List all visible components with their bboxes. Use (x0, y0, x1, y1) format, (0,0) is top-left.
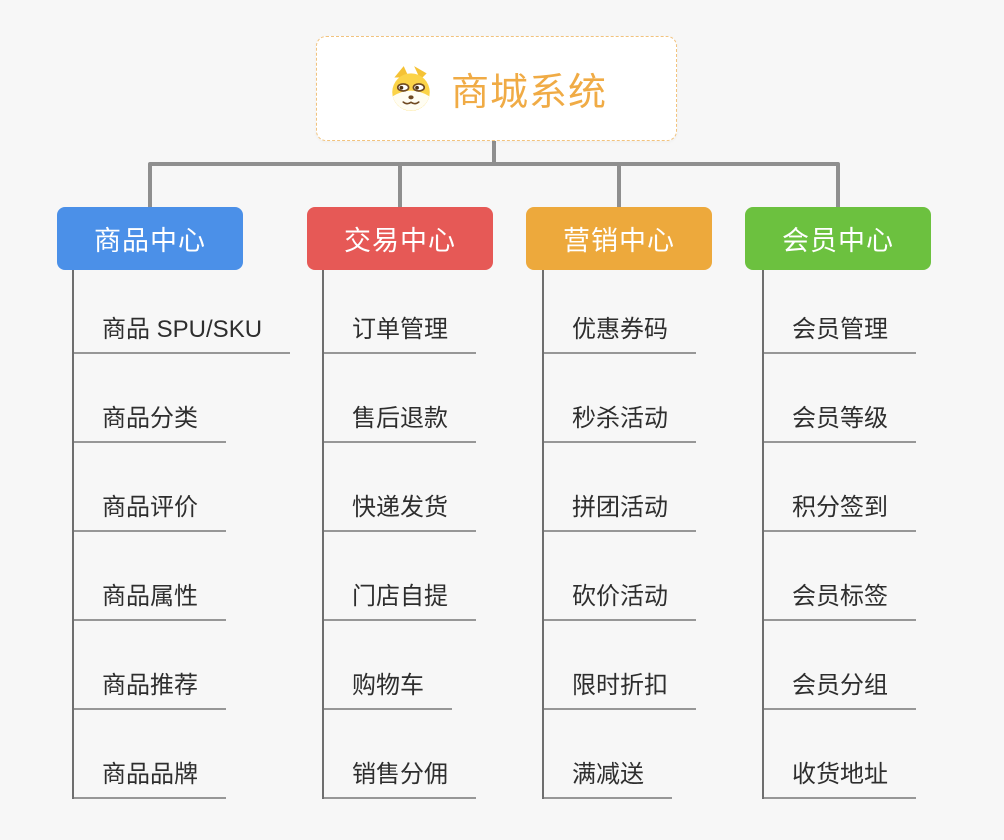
branch-box-member-center[interactable]: 会员中心 (745, 207, 931, 270)
branch-children-marketing-center: 优惠券码 秒杀活动 拼团活动 砍价活动 限时折扣 满减送 (542, 270, 696, 799)
root-node[interactable]: 商城系统 (316, 36, 677, 141)
root-title: 商城系统 (450, 72, 607, 114)
tree-node[interactable]: 会员等级 (764, 404, 916, 443)
tree-node[interactable]: 商品品牌 (74, 760, 226, 799)
connector-lines (148, 141, 840, 207)
tree-node[interactable]: 售后退款 (324, 404, 476, 443)
tree-node[interactable]: 商品推荐 (74, 671, 226, 710)
branch-children-trade-center: 订单管理 售后退款 快递发货 门店自提 购物车 销售分佣 (322, 270, 476, 799)
branch-box-marketing-center[interactable]: 营销中心 (526, 207, 712, 270)
tree-node[interactable]: 拼团活动 (544, 493, 696, 532)
tree-node[interactable]: 积分签到 (764, 493, 916, 532)
branch-box-trade-center[interactable]: 交易中心 (307, 207, 493, 270)
tree-node[interactable]: 砍价活动 (544, 582, 696, 621)
tree-node[interactable]: 商品分类 (74, 404, 226, 443)
shiba-dog-icon (392, 65, 430, 111)
branch-children-product-center: 商品 SPU/SKU 商品分类 商品评价 商品属性 商品推荐 商品品牌 (72, 270, 291, 799)
branch-children-member-center: 会员管理 会员等级 积分签到 会员标签 会员分组 收货地址 (762, 270, 916, 799)
tree-node[interactable]: 订单管理 (324, 315, 476, 354)
tree-node[interactable]: 优惠券码 (544, 315, 696, 354)
tree-node[interactable]: 会员标签 (764, 582, 916, 621)
tree-node[interactable]: 限时折扣 (544, 671, 696, 710)
tree-node[interactable]: 商品 SPU/SKU (74, 315, 291, 354)
tree-node[interactable]: 购物车 (324, 671, 452, 710)
tree-node[interactable]: 收货地址 (764, 760, 916, 799)
tree-node[interactable]: 商品评价 (74, 493, 226, 532)
tree-node[interactable]: 秒杀活动 (544, 404, 696, 443)
tree-node[interactable]: 门店自提 (324, 582, 476, 621)
tree-node[interactable]: 商品属性 (74, 582, 226, 621)
tree-node[interactable]: 会员管理 (764, 315, 916, 354)
tree-node[interactable]: 销售分佣 (324, 760, 476, 799)
tree-node[interactable]: 满减送 (544, 760, 672, 799)
tree-node[interactable]: 快递发货 (324, 493, 476, 532)
tree-node[interactable]: 会员分组 (764, 671, 916, 710)
branch-box-product-center[interactable]: 商品中心 (57, 207, 243, 270)
